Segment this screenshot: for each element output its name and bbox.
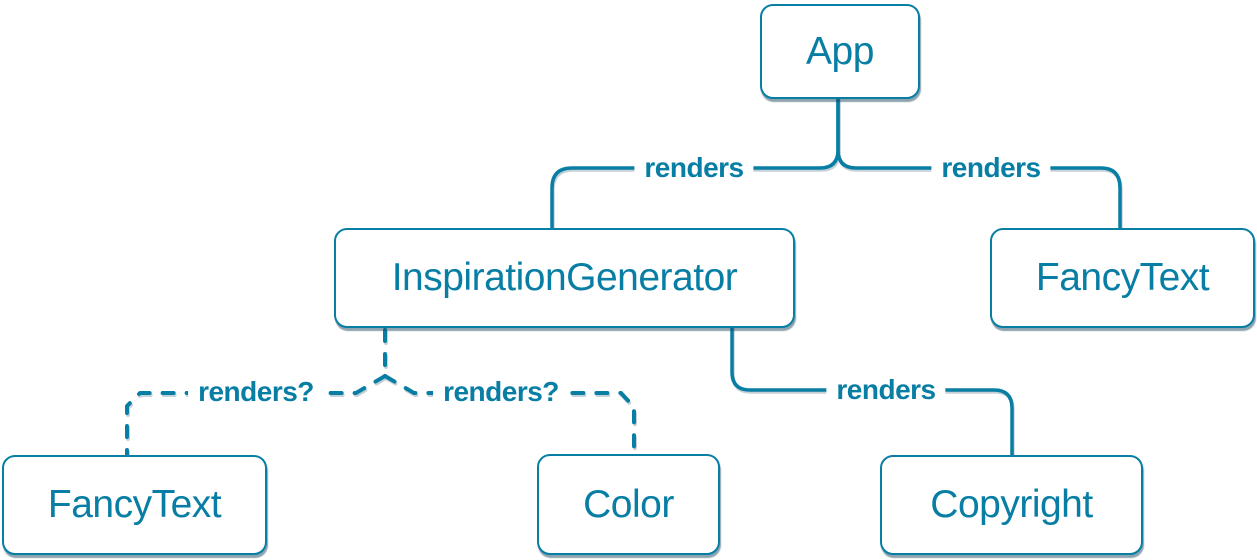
node-app-label: App	[806, 29, 874, 73]
node-copyright-label: Copyright	[930, 483, 1093, 526]
node-fancy-text-bottom: FancyText	[2, 455, 267, 555]
edge-label-app-to-inspiration-generator: renders	[634, 149, 754, 187]
node-inspiration-generator-label: InspirationGenerator	[391, 256, 738, 299]
node-copyright: Copyright	[880, 455, 1143, 555]
edge-label-inspiration-to-color: renders?	[433, 373, 569, 411]
node-fancy-text-bottom-label: FancyText	[47, 483, 222, 526]
node-app: App	[760, 4, 920, 99]
node-inspiration-generator: InspirationGenerator	[334, 228, 795, 328]
node-color-label: Color	[583, 482, 674, 526]
node-color: Color	[537, 454, 720, 555]
edge-label-app-to-fancy-text: renders	[931, 149, 1051, 187]
edge-inspiration-to-fancy-text	[125, 374, 387, 457]
edge-label-inspiration-to-copyright: renders	[826, 371, 946, 409]
node-fancy-text-top-label: FancyText	[1035, 256, 1210, 299]
edge-label-inspiration-to-fancy-text: renders?	[188, 373, 324, 411]
node-fancy-text-top: FancyText	[990, 228, 1255, 328]
edge-inspiration-to-color	[383, 374, 636, 456]
